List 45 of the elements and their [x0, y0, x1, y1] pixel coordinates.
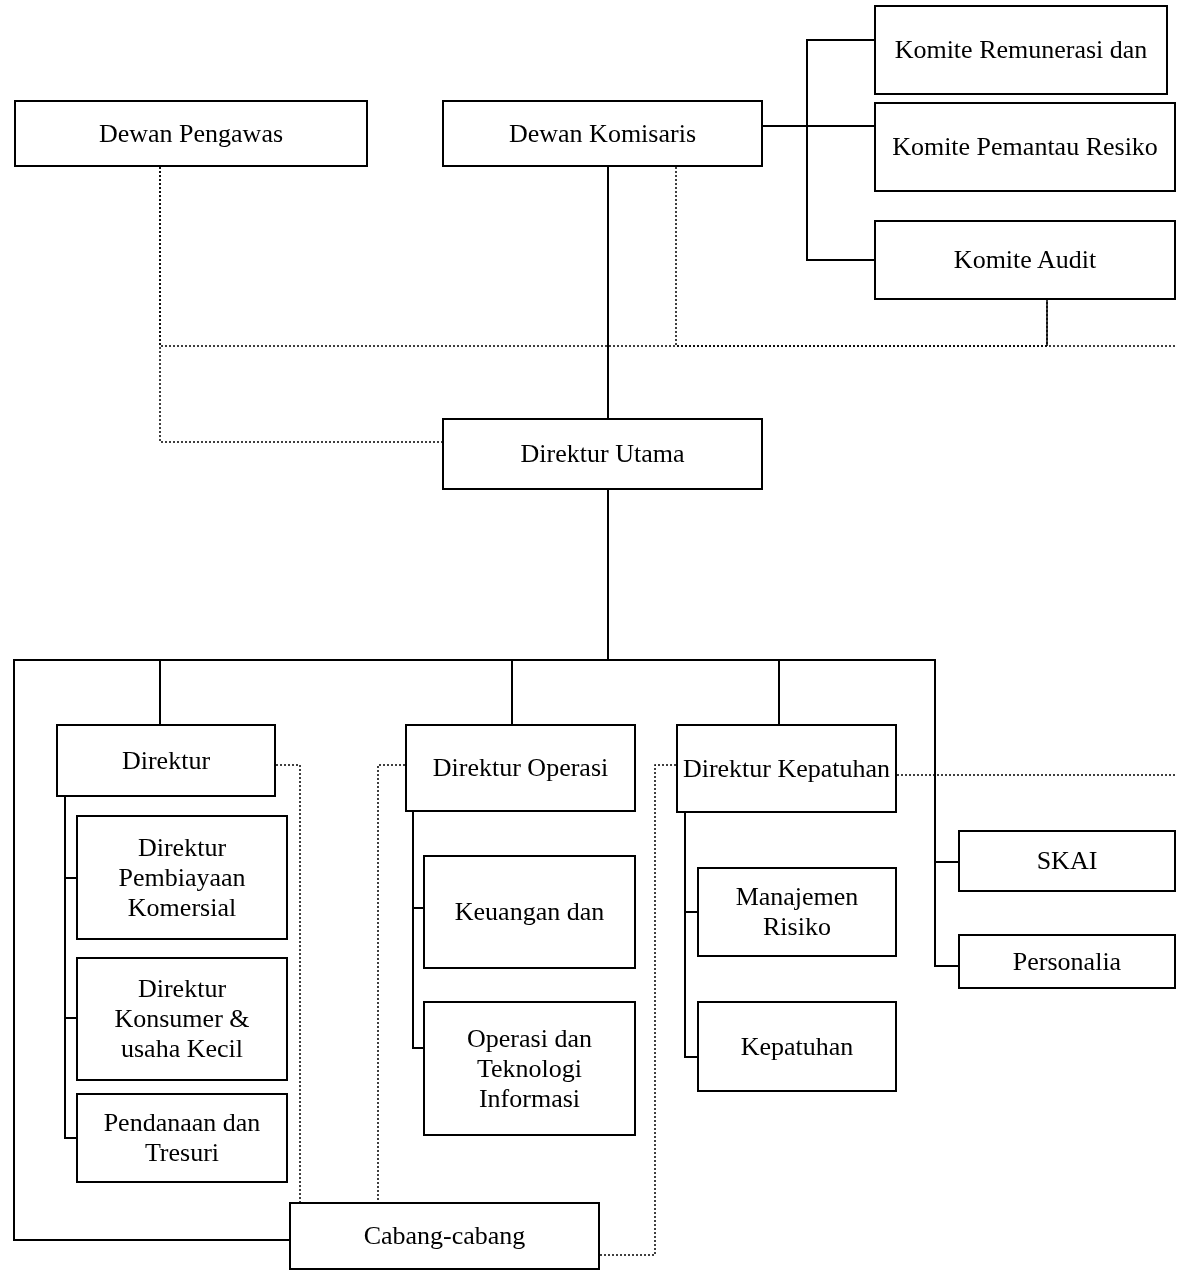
connector-line	[1046, 299, 1178, 347]
org-box	[958, 934, 1176, 989]
org-box	[56, 724, 276, 797]
connector-line	[412, 811, 424, 1049]
box-text: Personalia	[1012, 946, 1122, 977]
org-box	[423, 855, 636, 969]
org-box	[405, 724, 636, 812]
org-box	[442, 100, 763, 167]
box-text: Kepatuhan	[740, 1031, 854, 1062]
box-text: Manajemen Risiko	[734, 882, 860, 942]
org-box	[676, 724, 897, 813]
box-text: Dewan Komisaris	[509, 118, 696, 149]
box-text: Komite Audit	[953, 245, 1097, 275]
box-text: Direktur Pembiayaan Komersial	[117, 832, 247, 923]
box-text: Cabang-cabang	[363, 1221, 526, 1251]
org-box	[14, 100, 368, 167]
box-text: Pendanaan dan Tresuri	[102, 1108, 262, 1168]
org-box	[442, 418, 763, 490]
org-box	[76, 815, 288, 940]
box-text: Direktur	[121, 745, 211, 776]
box-text: SKAI	[1036, 846, 1098, 876]
connector-line	[159, 166, 1048, 347]
org-box	[958, 830, 1176, 892]
org-box	[76, 1093, 288, 1183]
org-box	[874, 5, 1168, 95]
box-text: Direktur Operasi	[432, 753, 609, 783]
org-box	[697, 1001, 897, 1092]
box-text: Operasi dan Teknologi Informasi	[466, 1023, 593, 1114]
org-box	[874, 102, 1176, 192]
connector-line	[64, 796, 77, 1139]
org-box	[423, 1001, 636, 1136]
box-text: Komite Remunerasi dan	[894, 35, 1148, 65]
connector-line	[684, 812, 698, 1058]
box-text: Komite Pemantau Resiko	[892, 132, 1158, 162]
org-box	[697, 867, 897, 957]
box-text: Dewan Pengawas	[98, 118, 284, 149]
org-box	[289, 1202, 600, 1270]
connector-line	[607, 166, 609, 419]
box-text: Direktur Kepatuhan	[682, 753, 891, 784]
org-box	[874, 220, 1176, 300]
box-text: Direktur Konsumer & usaha Kecil	[113, 974, 251, 1064]
org-box	[76, 957, 288, 1081]
connector-line	[377, 764, 406, 1203]
box-text: Direktur Utama	[520, 439, 685, 469]
box-text: Keuangan dan	[454, 897, 605, 927]
